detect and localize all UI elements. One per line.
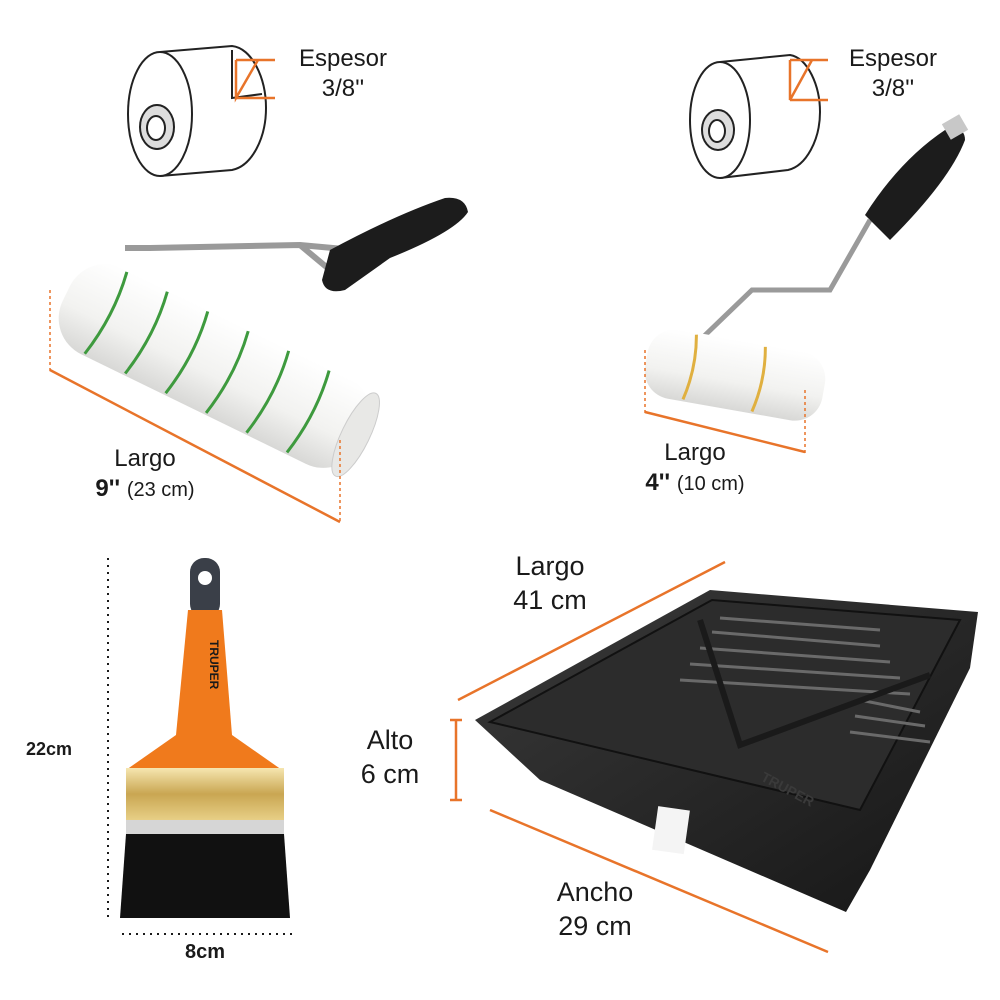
length-label: Largo: [664, 439, 726, 466]
roller-thickness-icon-small: [689, 53, 822, 179]
length-indicator-small: [644, 350, 806, 454]
roller-thickness-icon-large: [127, 44, 268, 177]
small-paint-roller: [644, 114, 969, 421]
tray-width-label: Ancho 29 cm: [545, 876, 645, 944]
length-value-cm: (23 cm): [126, 479, 195, 501]
large-paint-roller: [58, 197, 468, 478]
brush-brand-text: TRUPER: [207, 640, 221, 690]
length-label: Largo: [515, 551, 585, 581]
width-value: 29 cm: [558, 910, 632, 941]
thickness-indicator-small: [788, 58, 828, 102]
thickness-indicator-large: [234, 58, 275, 103]
length-label: Largo: [114, 445, 176, 472]
thickness-value: 3/8'': [321, 75, 365, 102]
brush-height-value: 22cm: [26, 739, 73, 759]
width-indicator-tray: [489, 808, 829, 954]
length-indicator-large: [49, 290, 341, 524]
large-roller-length-label: Largo 9'' (23 cm): [75, 444, 215, 504]
length-value-cm: (10 cm): [676, 473, 745, 495]
tray-length-label: Largo 41 cm: [500, 550, 600, 618]
height-label: Alto: [366, 725, 414, 755]
small-roller-thickness-label: Espesor 3/8'': [838, 44, 948, 104]
length-value-in: 4'': [645, 469, 671, 496]
length-value-in: 9'': [95, 475, 121, 502]
thickness-label: Espesor: [298, 45, 388, 72]
small-roller-length-label: Largo 4'' (10 cm): [625, 438, 765, 498]
length-indicator-tray: [457, 560, 726, 702]
thickness-label: Espesor: [848, 45, 938, 72]
large-roller-thickness-label: Espesor 3/8'': [288, 44, 398, 104]
tray-height-label: Alto 6 cm: [350, 724, 430, 792]
paint-brush: TRUPER: [120, 558, 290, 918]
paint-tray: TRUPER: [475, 590, 978, 912]
brush-width-value: 8cm: [184, 941, 226, 963]
length-value: 41 cm: [513, 584, 587, 615]
height-value: 6 cm: [360, 758, 420, 789]
width-label: Ancho: [556, 877, 634, 907]
height-indicator-tray: [450, 718, 462, 802]
thickness-value: 3/8'': [871, 75, 915, 102]
